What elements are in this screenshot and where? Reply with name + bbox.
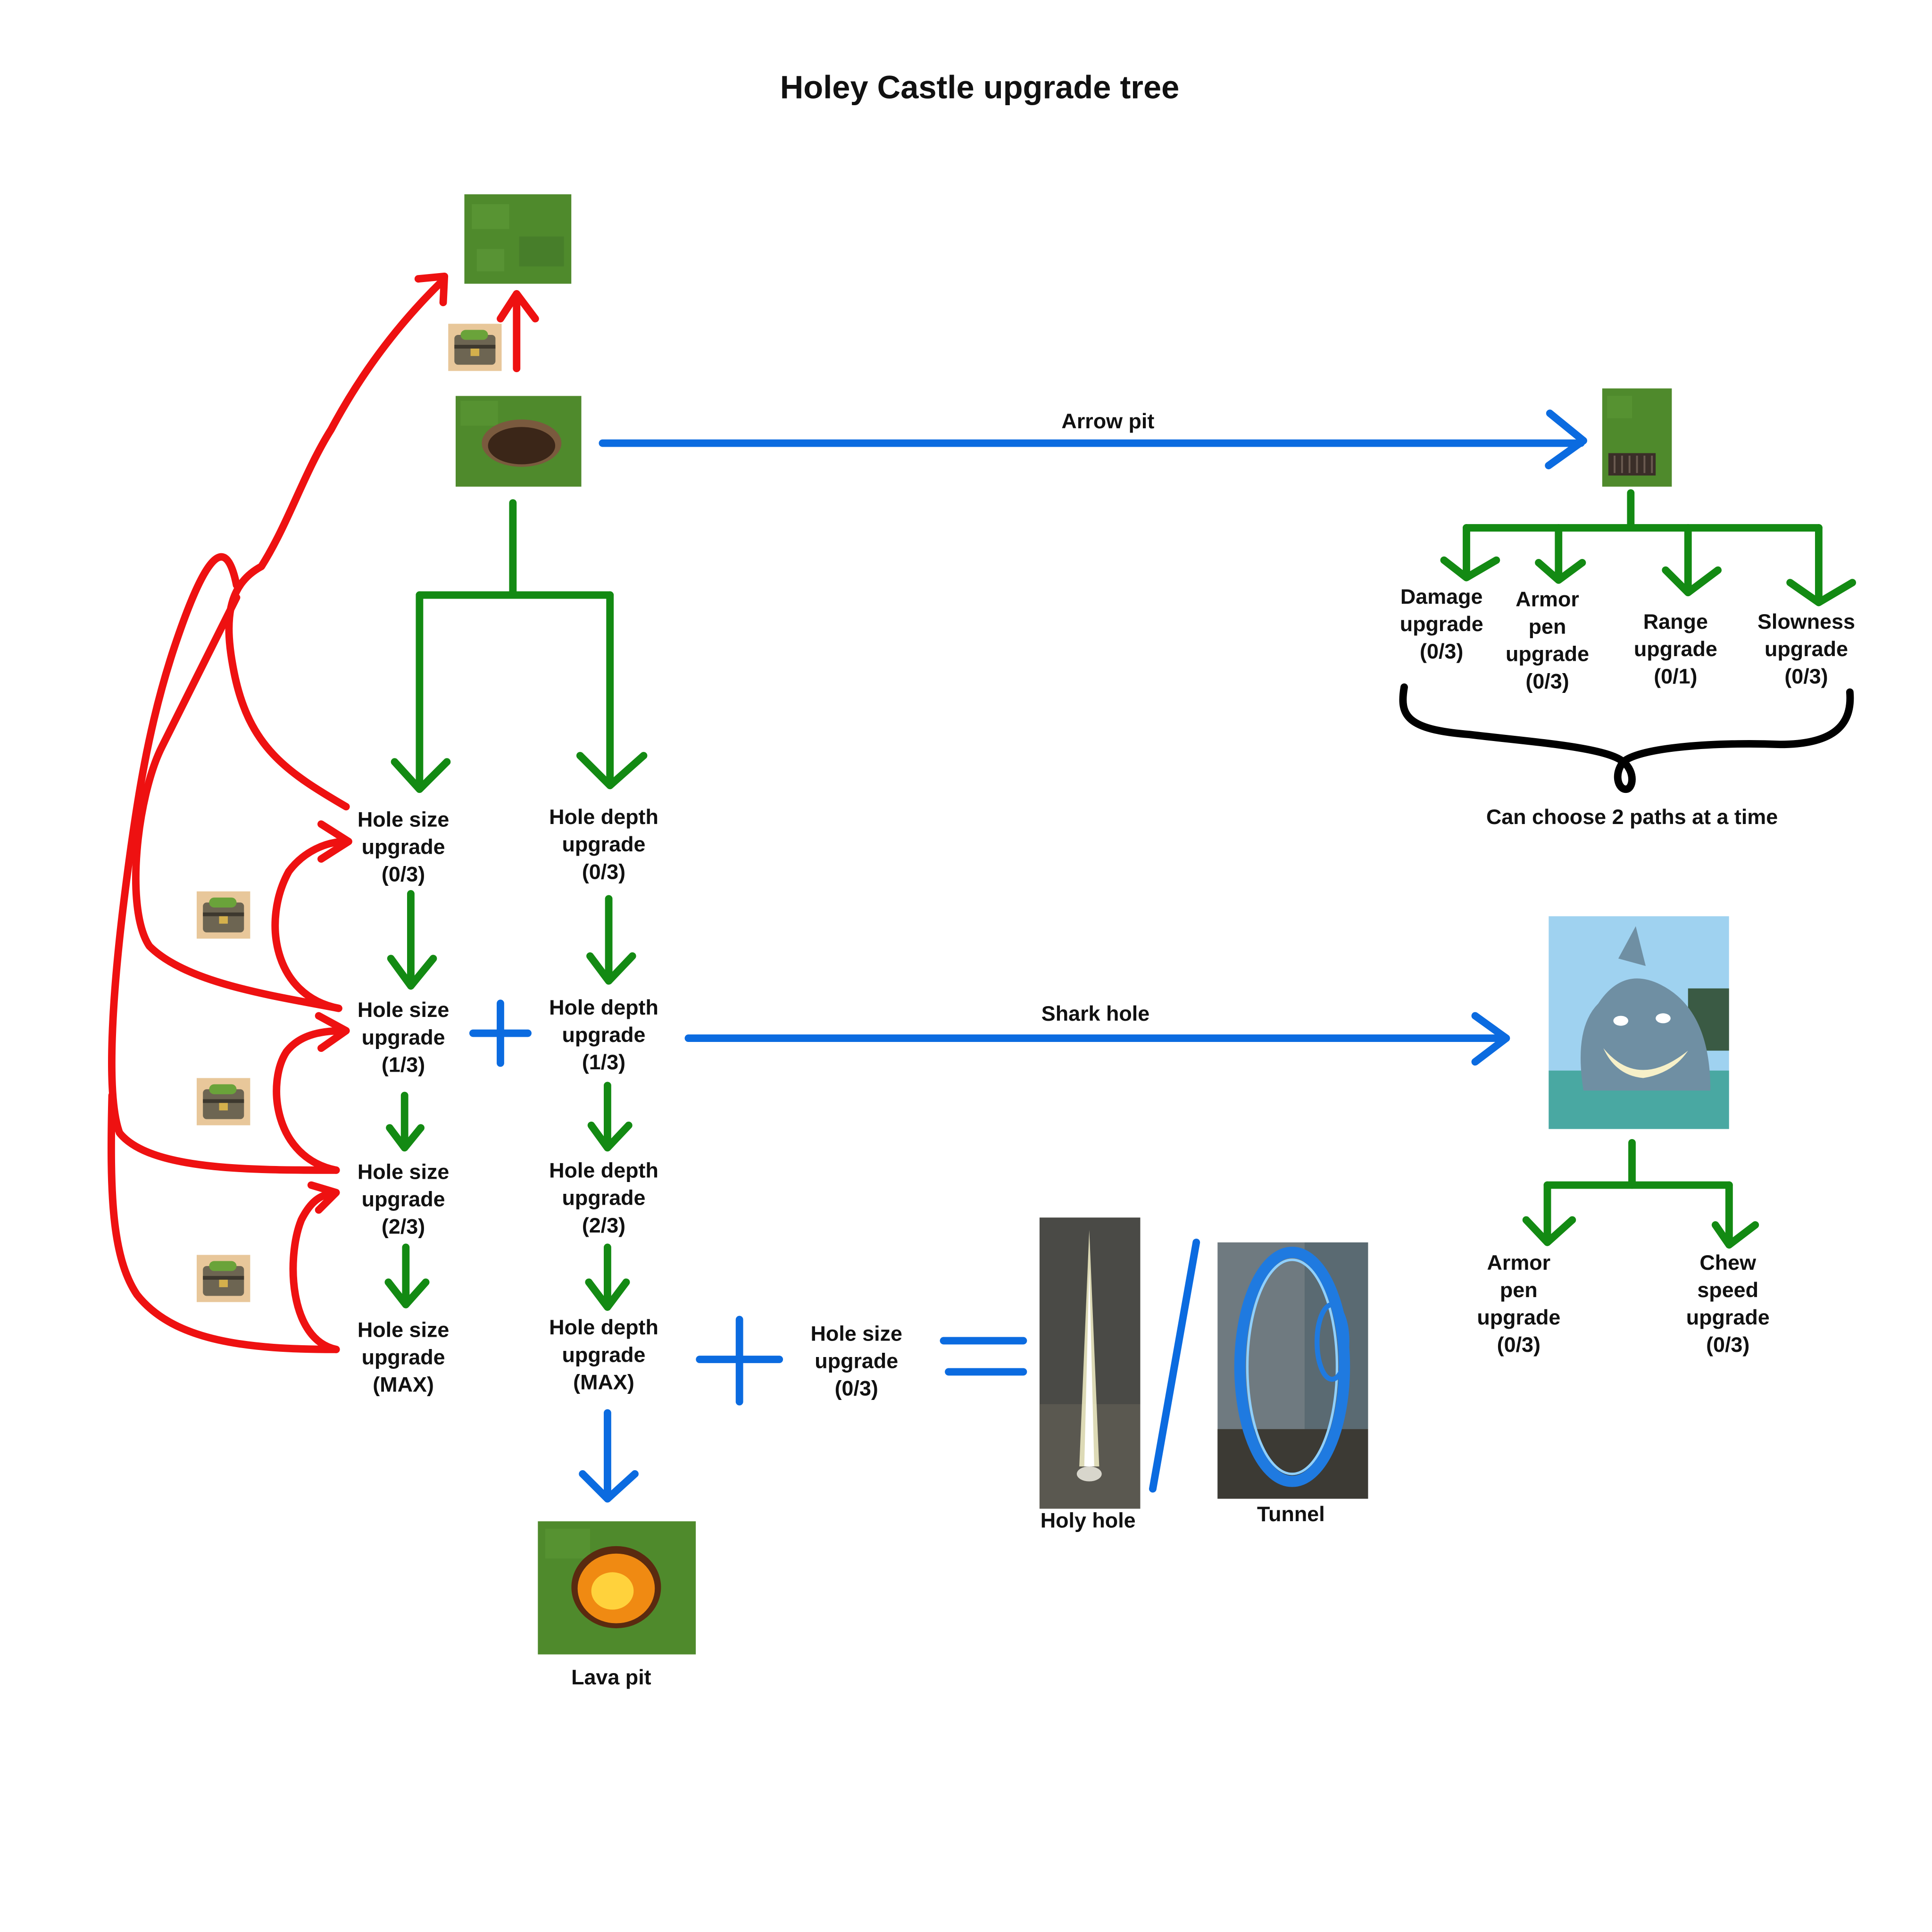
- treasure-chest-icon: [196, 891, 250, 939]
- treasure-chest-icon: [448, 324, 502, 371]
- downgrade-arrows: [107, 272, 539, 1353]
- portal-image: [1217, 1242, 1368, 1499]
- shark-hole-label: Shark hole: [1041, 1002, 1150, 1026]
- hole-depth-upgrade-2: Hole depth upgrade (2/3): [549, 1159, 658, 1238]
- upgrade-arrows: [384, 489, 1857, 1311]
- hole-tile: [455, 396, 582, 487]
- choice-note: Can choose 2 paths at a time: [1486, 805, 1778, 829]
- chew-speed-upgrade: Chew speed upgrade (0/3): [1686, 1251, 1770, 1357]
- choice-brace-tip: [1614, 758, 1636, 793]
- evolution-arrows: [469, 409, 1587, 1503]
- shark-armor-pen-upgrade: Armor pen upgrade (0/3): [1477, 1251, 1561, 1357]
- hole-size-upgrade-2: Hole size upgrade (2/3): [357, 1160, 450, 1239]
- lava-pit-label: Lava pit: [571, 1666, 651, 1690]
- hole-size-upgrade-0: Hole size upgrade (0/3): [357, 808, 450, 887]
- treasure-chest-icon: [196, 1255, 250, 1302]
- damage-upgrade-label: Damage upgrade (0/3): [1399, 585, 1483, 664]
- hole-size-upgrade-max: Hole size upgrade (MAX): [357, 1318, 450, 1397]
- choice-brace: [1399, 683, 1854, 766]
- arrow-pit-label: Arrow pit: [1061, 409, 1155, 433]
- hole-depth-upgrade-1: Hole depth upgrade (1/3): [549, 996, 658, 1074]
- holy-hole-label: Holy hole: [1040, 1508, 1136, 1532]
- tunnel-label: Tunnel: [1257, 1502, 1325, 1526]
- holy-light-image: [1039, 1217, 1141, 1509]
- hole-depth-upgrade-0: Hole depth upgrade (0/3): [549, 805, 658, 884]
- lava-pit-image: [538, 1521, 696, 1655]
- combo-requirement-label: Hole size upgrade (0/3): [810, 1322, 903, 1401]
- range-upgrade-label: Range upgrade (0/1): [1633, 610, 1717, 689]
- armor-pen-upgrade-label: Armor pen upgrade (0/3): [1506, 587, 1590, 694]
- arrow-pit-tile: [1602, 388, 1672, 487]
- hole-size-upgrade-1: Hole size upgrade (1/3): [357, 998, 450, 1077]
- slowness-upgrade-label: Slowness upgrade (0/3): [1757, 610, 1855, 689]
- treasure-chest-icon: [196, 1078, 250, 1125]
- shark-image: [1549, 916, 1729, 1129]
- diagram-title: Holey Castle upgrade tree: [780, 68, 1180, 106]
- grass-tile: [464, 194, 572, 284]
- hole-depth-upgrade-max: Hole depth upgrade (MAX): [549, 1316, 658, 1394]
